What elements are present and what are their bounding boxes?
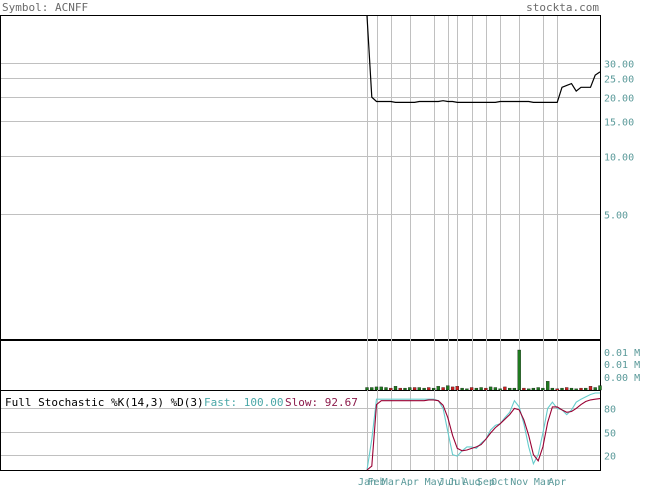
- volume-bar: [536, 387, 540, 391]
- slow-value-label: Slow: 92.67: [285, 396, 358, 409]
- volume-bar: [574, 388, 578, 391]
- price-tick-label: 5.00: [604, 211, 628, 222]
- volume-tick-label: 0.01 M: [604, 348, 640, 359]
- x-tick-label: May: [425, 477, 443, 486]
- x-tick-label: Jan: [358, 477, 376, 486]
- x-tick-label: Aug: [463, 477, 481, 486]
- volume-bar: [365, 387, 369, 391]
- volume-tick-label: 0.01 M: [604, 360, 640, 371]
- x-tick-label: Apr: [401, 477, 419, 486]
- volume-bar: [531, 387, 536, 391]
- volume-bar: [541, 387, 545, 391]
- volume-bar: [427, 387, 431, 391]
- volume-bar: [374, 386, 379, 391]
- price-tick-label: 10.00: [604, 153, 634, 164]
- volume-bar: [422, 387, 426, 391]
- volume-bar: [465, 388, 469, 391]
- volume-bar: [484, 387, 488, 391]
- volume-bar: [469, 387, 474, 391]
- symbol-label: Symbol: ACNFF: [2, 1, 88, 14]
- volume-bar: [598, 385, 602, 391]
- volume-bar: [479, 387, 483, 391]
- volume-bar: [403, 387, 407, 391]
- slow-line: [366, 398, 601, 471]
- x-tick-label: Jul: [448, 477, 466, 486]
- volume-layer: [365, 349, 602, 391]
- volume-bar: [417, 387, 421, 391]
- volume-bar: [560, 387, 564, 391]
- fast-value-label: Fast: 100.00: [204, 396, 283, 409]
- volume-bar: [393, 386, 398, 391]
- volume-bar: [436, 386, 440, 391]
- volume-bar: [389, 387, 393, 391]
- x-tick-label: Mar: [382, 477, 400, 486]
- stochastic-layer: [366, 392, 601, 471]
- volume-bar: [503, 386, 507, 391]
- price-tick-label: 15.00: [604, 118, 634, 129]
- volume-bar: [455, 386, 459, 391]
- volume-bar: [555, 388, 559, 391]
- volume-bar: [384, 387, 388, 391]
- volume-bar: [550, 387, 555, 391]
- volume-bar: [593, 387, 597, 391]
- volume-bar: [569, 387, 574, 391]
- x-tick-label: Nov: [510, 477, 528, 486]
- volume-bar: [446, 385, 450, 391]
- volume-bar: [398, 387, 402, 391]
- volume-bar: [498, 388, 502, 391]
- stochastic-panel-frame: [0, 390, 601, 471]
- volume-tick-label: 0.00 M: [604, 373, 640, 384]
- price-panel-frame: [0, 15, 601, 340]
- x-tick-label: Jun: [439, 477, 457, 486]
- volume-bar: [493, 387, 498, 391]
- x-tick-label: Oct: [491, 477, 509, 486]
- stochastic-tick-label: 20: [604, 452, 616, 463]
- price-tick-label: 30.00: [604, 60, 634, 71]
- volume-bar: [508, 387, 512, 391]
- stochastic-tick-label: 50: [604, 429, 616, 440]
- volume-bar: [546, 381, 550, 391]
- price-line: [366, 15, 601, 103]
- x-tick-label: Sep: [477, 477, 495, 486]
- price-tick-label: 25.00: [604, 75, 634, 86]
- volume-bar: [488, 386, 493, 391]
- volume-panel-frame: [0, 340, 601, 391]
- volume-bar: [588, 386, 593, 391]
- volume-bar: [522, 387, 526, 391]
- volume-bar: [431, 387, 436, 391]
- volume-bar: [565, 387, 569, 391]
- volume-bar: [370, 387, 374, 391]
- tick-layer: 30.00 25.00 20.00 15.00 10.00 5.00 0.01 M0.01 …: [358, 60, 640, 486]
- volume-bar: [379, 386, 383, 391]
- volume-bar: [441, 387, 445, 391]
- volume-bar: [460, 387, 464, 391]
- price-tick-label: 20.00: [604, 94, 634, 105]
- x-tick-label: Mar: [534, 477, 552, 486]
- fast-line: [366, 392, 600, 471]
- x-tick-label: Apr: [548, 477, 566, 486]
- volume-bar: [579, 387, 583, 391]
- volume-bar: [527, 388, 531, 391]
- site-label: stockta.com: [526, 1, 599, 14]
- grid-layer: [1, 16, 600, 470]
- x-tick-label: Feb: [368, 477, 386, 486]
- volume-bar: [512, 387, 517, 391]
- volume-bar: [584, 387, 588, 391]
- stochastic-title: Full Stochastic %K(14,3) %D(3): [5, 396, 204, 409]
- volume-bar: [408, 387, 412, 391]
- price-layer: [366, 15, 601, 103]
- volume-bar: [517, 349, 521, 391]
- volume-bar: [450, 386, 455, 391]
- stochastic-tick-label: 80: [604, 405, 616, 416]
- volume-bar: [412, 387, 417, 391]
- volume-bar: [474, 387, 479, 391]
